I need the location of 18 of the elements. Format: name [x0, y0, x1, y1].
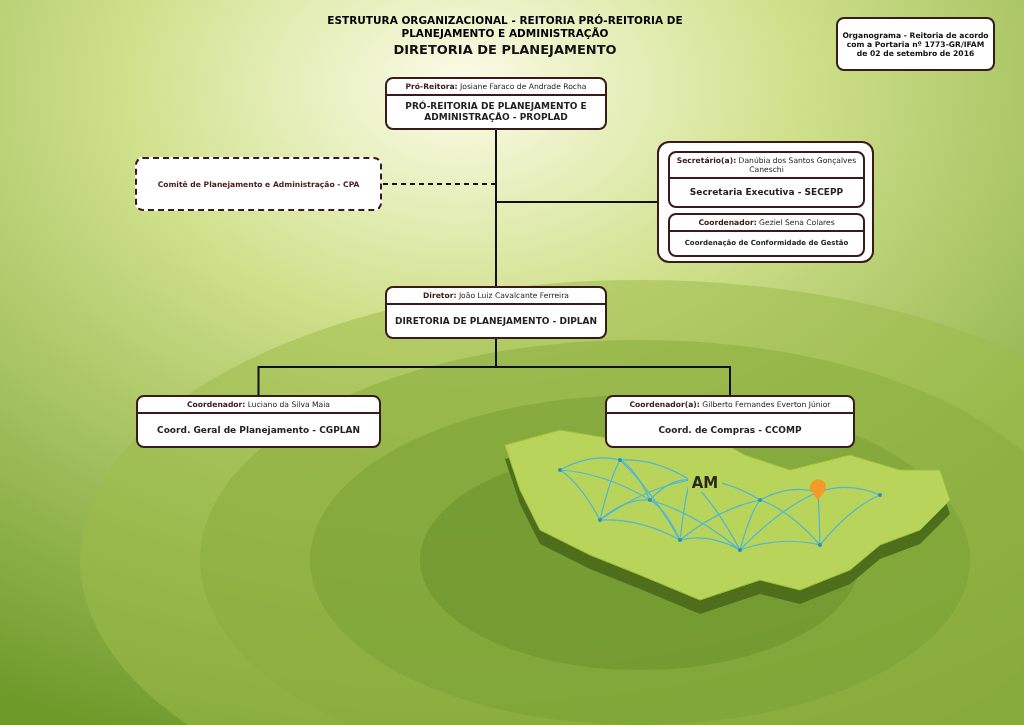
org-unit-box — [668, 213, 865, 257]
org-unit-box — [605, 395, 855, 448]
unit-name: DIRETORIA DE PLANEJAMENTO - DIPLAN — [394, 315, 598, 327]
unit-name: PRÓ-REITORIA DE PLANEJAMENTO E ADMINISTRAÇÃO - PROPLAD — [404, 101, 588, 123]
org-unit-box — [385, 77, 607, 130]
note-box — [836, 17, 995, 71]
connector — [495, 129, 658, 203]
org-unit-box — [136, 395, 381, 448]
committee-box — [135, 157, 382, 211]
unit-name: Secretaria Executiva - SECEPP — [689, 187, 844, 198]
map-region-label: AM — [688, 474, 722, 492]
unit-name: Coord. de Compras - CCOMP — [658, 424, 802, 436]
title: ESTRUTURA ORGANIZACIONAL - REITORIA PRÓ-REITORIA DE PLANEJAMENTO E ADMINISTRAÇÃO — [326, 14, 684, 40]
group-panel — [657, 141, 874, 263]
heading: DIRETORIA DE PLANEJAMENTO — [392, 42, 618, 57]
org-unit-box — [668, 151, 865, 208]
org-unit-box — [385, 286, 607, 339]
unit-name: Coord. Geral de Planejamento - CGPLAN — [157, 424, 360, 436]
